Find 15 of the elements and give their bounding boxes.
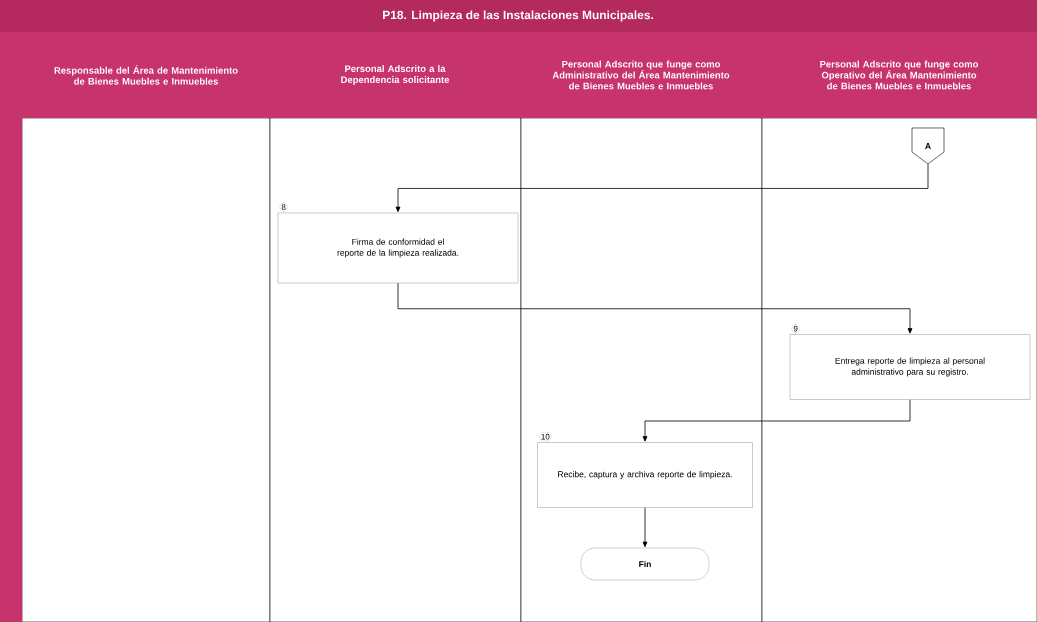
node-label: Personal Adscrito que funge como Operativo del Área Mantenimiento de Bienes Muebles e Inmuebles xyxy=(820,60,979,90)
arrow xyxy=(395,163,929,213)
arrow xyxy=(397,282,913,334)
end-terminal: Fin xyxy=(580,547,710,581)
node-label: Personal Adscrito a la Dependencia solicitante xyxy=(341,65,450,85)
arrow xyxy=(642,399,911,442)
title-band: P18. Limpieza de las Instalaciones Municipales. xyxy=(0,0,1037,32)
process-box: Firma de conformidad el reporte de la limpieza realizada. xyxy=(277,212,519,284)
offpage-connector: A xyxy=(911,127,945,165)
node-label: Personal Adscrito que funge como Administrativo del Área Mantenimiento de Bienes Muebles e Inmuebles xyxy=(552,60,730,90)
node-label: Responsable del Área de Mantenimiento de Bienes Muebles e Inmuebles xyxy=(54,65,238,85)
arrow xyxy=(642,507,648,548)
process-box: Recibe, captura y archiva reporte de limpieza. xyxy=(537,442,753,508)
process-box: Entrega reporte de limpieza al personal administrativo para su registro. xyxy=(789,334,1031,400)
swimlane: Responsable del Área de Mantenimiento de Bienes Muebles e Inmuebles xyxy=(0,32,271,622)
